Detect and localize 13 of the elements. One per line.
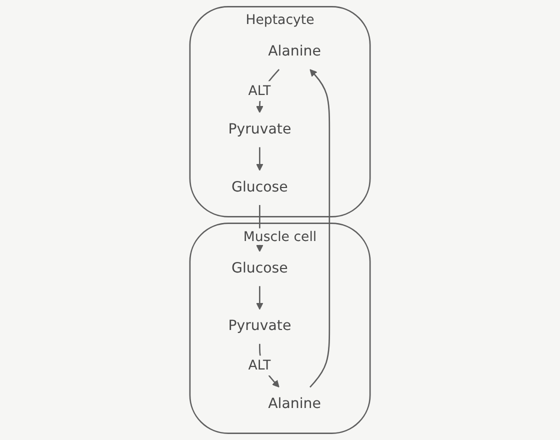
arrow <box>256 147 264 171</box>
node-text: Alanine <box>268 43 321 60</box>
edge-label: ALT <box>248 357 272 374</box>
edge-label: ALT <box>248 82 272 99</box>
node-text: Pyruvate <box>228 318 292 334</box>
arrow <box>310 69 330 388</box>
arrow <box>256 69 280 114</box>
node-text: Alanine <box>268 396 321 412</box>
node-text: Glucose <box>232 260 288 277</box>
arrow <box>256 286 264 310</box>
arrow <box>259 344 280 388</box>
node-text: Pyruvate <box>228 121 292 138</box>
node-text: Glucose <box>232 178 288 196</box>
